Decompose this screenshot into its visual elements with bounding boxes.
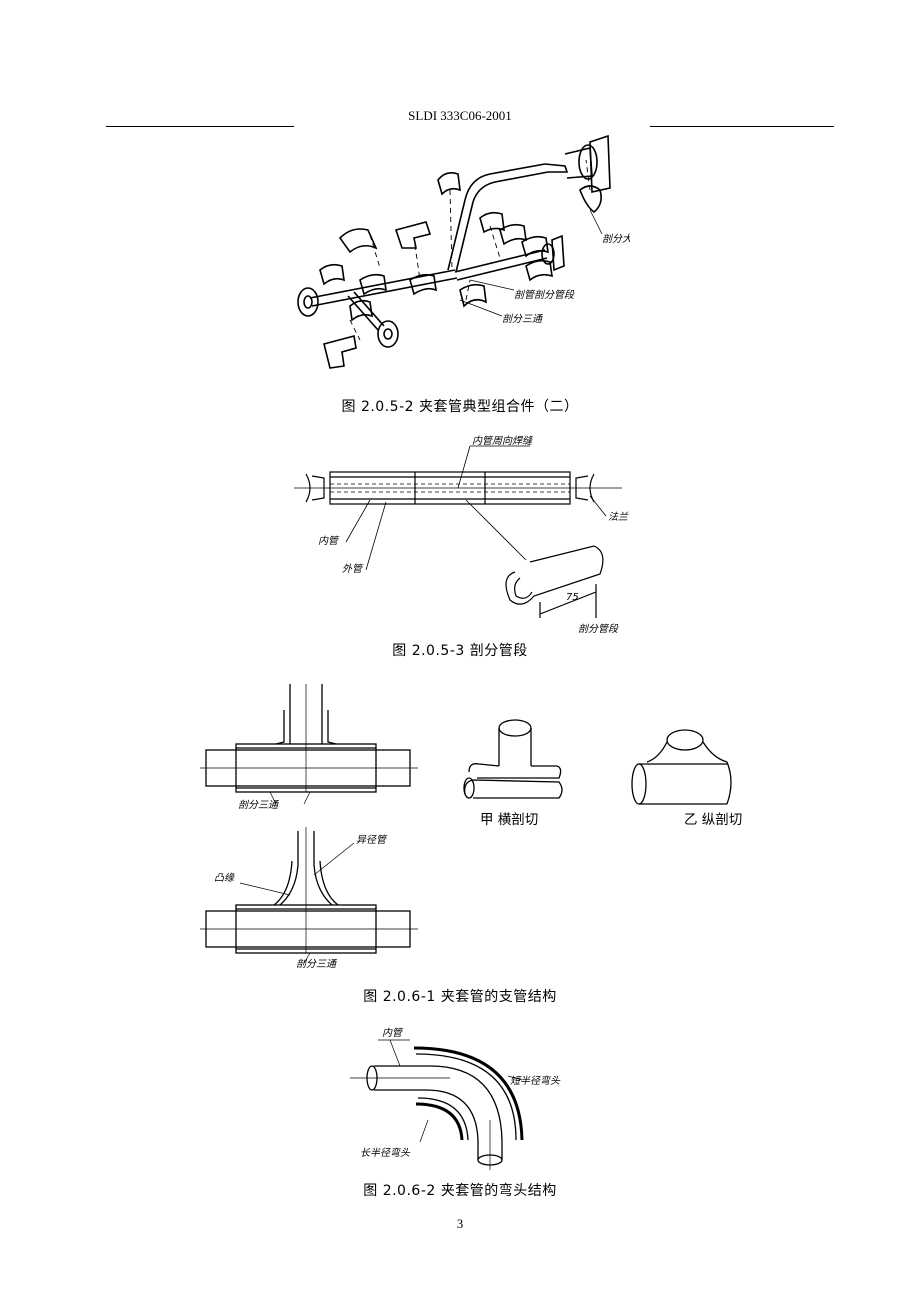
caption-fig-2-0-5-2: 图 2.0.5-2 夹套管典型组合件（二） (341, 399, 579, 415)
label-long-radius-elbow: 长半径弯头 (360, 1147, 411, 1159)
figure-assembly-drawing: 剖分大小头 剖管剖分管段 剖分三通 (297, 134, 630, 369)
label-split-reducer: 剖分大小头 (602, 233, 630, 245)
label-dimension: 75 (566, 592, 579, 603)
page-number: 3 (456, 1216, 464, 1231)
label-split-tee-b: 剖分三通 (296, 958, 338, 970)
figure-branch-tee-b: 异径管 凸缘 剖分三通 (200, 827, 418, 970)
figure-branch-tee-a: 剖分三通 (200, 684, 418, 810)
caption-fig-2-0-6-2: 图 2.0.6-2 夹套管的弯头结构 (363, 1183, 557, 1199)
label-split-pipe-segment: 剖管剖分管段 (514, 289, 575, 301)
label-inner-weld: 内管周向焊缝 (472, 435, 533, 447)
label-short-radius-elbow: 短半径弯头 (510, 1075, 561, 1087)
label-inner-pipe: 内管 (318, 535, 340, 547)
label-split-tee: 剖分三通 (502, 313, 544, 325)
header-rule-left (106, 126, 294, 127)
figure-longitudinal-cut (631, 729, 732, 805)
label-split-segment: 剖分管段 (578, 623, 619, 635)
label-reducer: 异径管 (356, 834, 388, 846)
label-transverse-cut: 甲 横剖切 (480, 812, 539, 828)
figure-split-pipe-segment: 内管周向焊缝 内管 外管 法兰 75 剖分管段 (294, 435, 629, 635)
header-rule-right (650, 126, 834, 127)
label-longitudinal-cut: 乙 纵剖切 (684, 812, 743, 828)
figure-transverse-cut (463, 719, 563, 799)
label-inner-pipe-elbow: 内管 (382, 1027, 404, 1039)
label-split-tee-a: 剖分三通 (238, 799, 280, 810)
caption-fig-2-0-6-1: 图 2.0.6-1 夹套管的支管结构 (363, 989, 557, 1005)
label-outer-pipe: 外管 (342, 563, 364, 575)
figure-elbow-structure: 内管 短半径弯头 长半径弯头 (350, 1027, 561, 1170)
label-boss: 凸缘 (214, 872, 235, 884)
header-code: SLDI 333C06-2001 (408, 108, 512, 123)
label-flange: 法兰 (608, 511, 629, 523)
caption-fig-2-0-5-3: 图 2.0.5-3 剖分管段 (392, 643, 528, 659)
